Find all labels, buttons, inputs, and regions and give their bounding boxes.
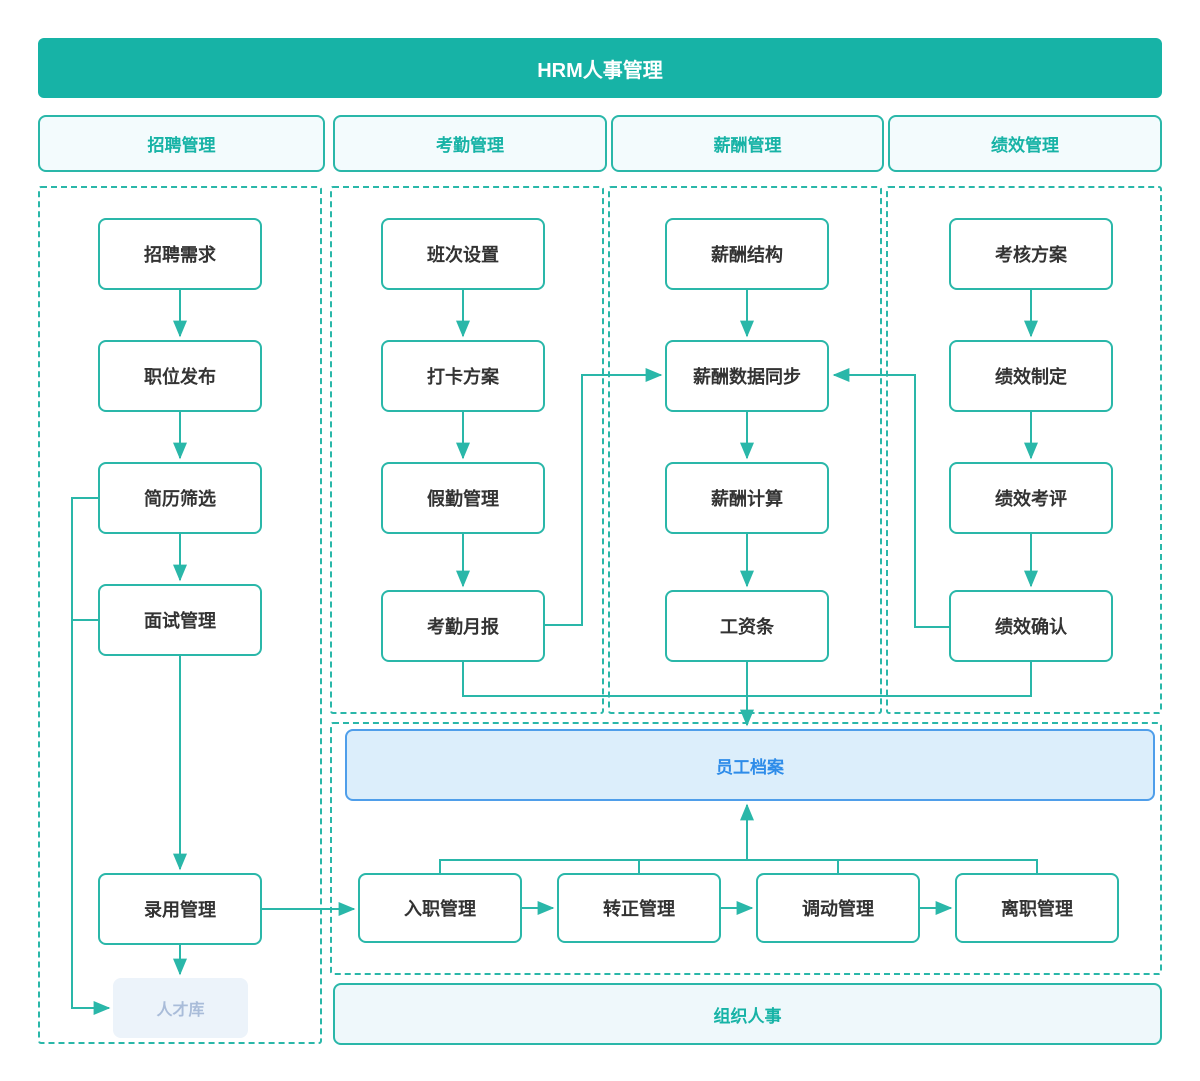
node-job-posting[interactable]: 职位发布 bbox=[98, 340, 262, 412]
node-hiring-management[interactable]: 录用管理 bbox=[98, 873, 262, 945]
node-org-personnel[interactable]: 组织人事 bbox=[333, 983, 1162, 1045]
lane-attendance bbox=[330, 186, 604, 714]
node-payslip[interactable]: 工资条 bbox=[665, 590, 829, 662]
node-attendance-report[interactable]: 考勤月报 bbox=[381, 590, 545, 662]
node-salary-calculation[interactable]: 薪酬计算 bbox=[665, 462, 829, 534]
node-leave-management[interactable]: 假勤管理 bbox=[381, 462, 545, 534]
node-assessment-plan[interactable]: 考核方案 bbox=[949, 218, 1113, 290]
node-shift-setup[interactable]: 班次设置 bbox=[381, 218, 545, 290]
node-probation-confirmation[interactable]: 转正管理 bbox=[557, 873, 721, 943]
lane-performance bbox=[886, 186, 1162, 714]
header-recruitment: 招聘管理 bbox=[38, 115, 325, 172]
node-offboarding[interactable]: 离职管理 bbox=[955, 873, 1119, 943]
node-clockin-plan[interactable]: 打卡方案 bbox=[381, 340, 545, 412]
node-salary-data-sync[interactable]: 薪酬数据同步 bbox=[665, 340, 829, 412]
node-performance-planning[interactable]: 绩效制定 bbox=[949, 340, 1113, 412]
page-title: HRM人事管理 bbox=[38, 38, 1162, 98]
node-salary-structure[interactable]: 薪酬结构 bbox=[665, 218, 829, 290]
node-resume-screening[interactable]: 简历筛选 bbox=[98, 462, 262, 534]
node-employee-archive[interactable]: 员工档案 bbox=[345, 729, 1155, 801]
header-attendance: 考勤管理 bbox=[333, 115, 607, 172]
header-performance: 绩效管理 bbox=[888, 115, 1162, 172]
node-onboarding[interactable]: 入职管理 bbox=[358, 873, 522, 943]
header-salary: 薪酬管理 bbox=[611, 115, 884, 172]
node-performance-confirm[interactable]: 绩效确认 bbox=[949, 590, 1113, 662]
node-performance-review[interactable]: 绩效考评 bbox=[949, 462, 1113, 534]
node-interview-management[interactable]: 面试管理 bbox=[98, 584, 262, 656]
node-recruitment-demand[interactable]: 招聘需求 bbox=[98, 218, 262, 290]
node-transfer-management[interactable]: 调动管理 bbox=[756, 873, 920, 943]
lane-recruitment bbox=[38, 186, 322, 1044]
node-talent-pool[interactable]: 人才库 bbox=[113, 978, 248, 1038]
